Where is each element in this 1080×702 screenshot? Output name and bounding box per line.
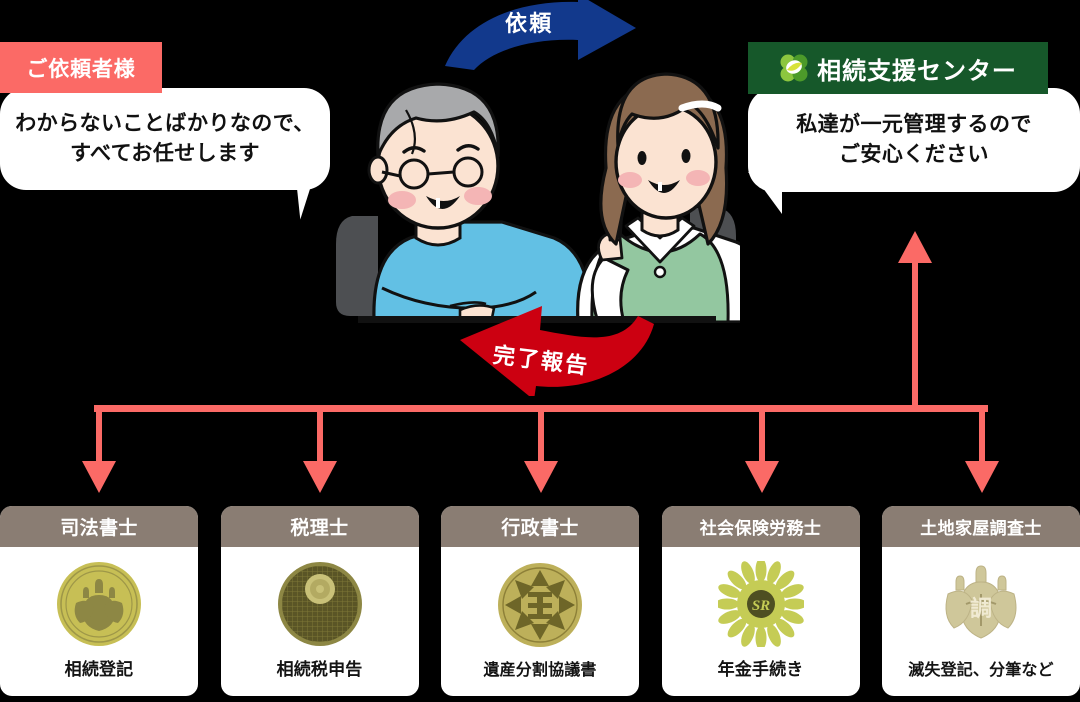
card-service-label: 年金手続き [717,660,804,679]
client-label-text: ご依頼者様 [26,57,136,81]
center-label-text: 相続支援センター [817,57,1017,85]
profession-card-list: 司法書士 相続登記 [0,506,1080,696]
card-shihoshoshi[interactable]: 司法書士 相続登記 [0,506,198,696]
card-shakaihokenroumushi[interactable]: 社会保険労務士 [661,506,860,696]
card-title: 税理士 [220,506,419,547]
gyosei-star-seal-icon [497,547,583,656]
center-bubble-line-2: ご安心ください [839,143,989,166]
request-arrow-label: 依頼 [505,11,554,36]
connector-arrows [82,231,999,493]
client-bubble-line-2: すべてお任せします [70,142,260,165]
card-service-label: 滅失登記、分筆など [908,662,1054,679]
center-bubble-line-1: 私達が一元管理するので [796,112,1032,136]
card-zeirishi[interactable]: 税理士 [220,506,419,696]
center-label-tab: 相続支援センター [748,42,1048,94]
clover-leaf-icon [779,53,809,83]
illustration-consultation [336,72,740,323]
center-speech-bubble: 私達が一元管理するので ご安心ください [748,88,1080,192]
sunflower-sr-seal-icon: SR [717,547,804,655]
card-service-label: 相続登記 [64,660,134,679]
paulownia-seal-icon [56,547,142,655]
report-arrow [460,306,654,396]
card-service-label: 遺産分割協議書 [483,662,597,679]
svg-text:調: 調 [970,596,992,621]
card-title: 司法書士 [0,506,198,547]
client-speech-bubble: わからないことばかりなので、 すべてお任せします [0,88,330,190]
client-bubble-line-1: わからないことばかりなので、 [15,111,315,135]
svg-text:SR: SR [751,598,769,614]
card-tochikaokuchousashi[interactable]: 土地家屋調査士 調 [882,506,1080,696]
client-label-tab: ご依頼者様 [0,42,162,93]
request-arrow [445,0,636,70]
card-title: 土地家屋調査士 [882,506,1080,547]
card-title: 行政書士 [441,506,639,547]
card-title: 社会保険労務士 [661,506,860,547]
card-service-label: 相続税申告 [276,660,363,679]
card-gyoseishoshi[interactable]: 行政書士 [441,506,639,696]
chrysanthemum-grid-seal-icon [277,547,363,655]
land-surveyor-seal-icon: 調 [936,547,1026,656]
